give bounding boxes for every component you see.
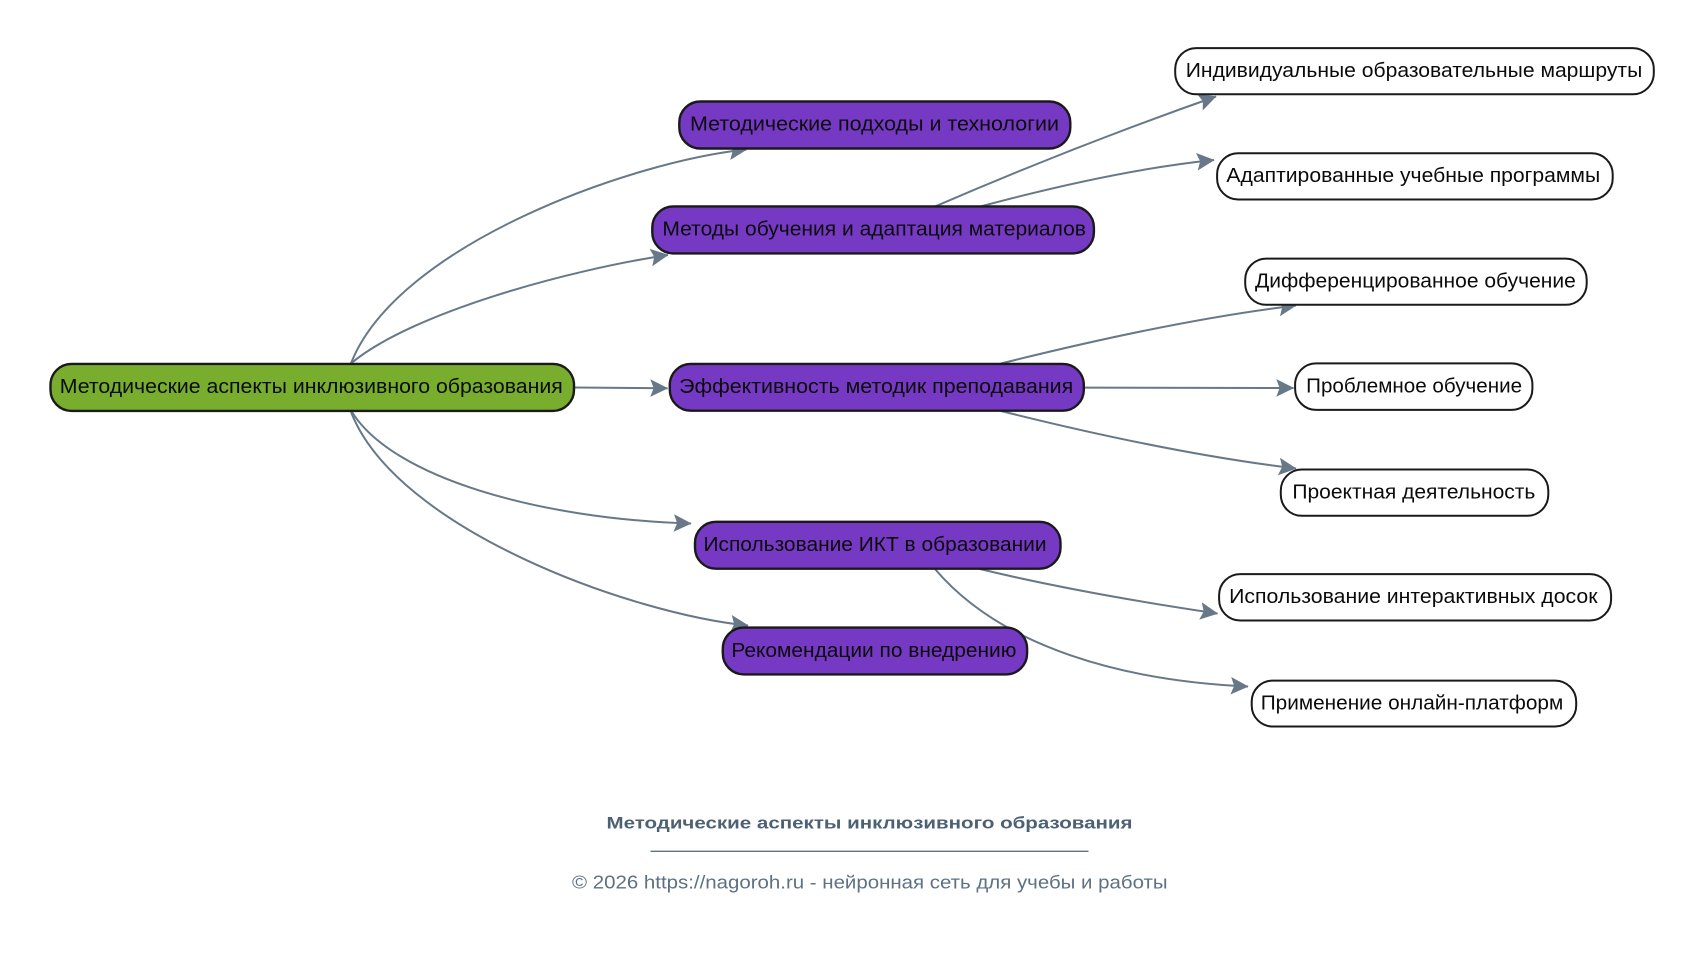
svg-text:Рекомендации по внедрению: Рекомендации по внедрению xyxy=(731,640,1016,662)
svg-text:Методические подходы и техноло: Методические подходы и технологии xyxy=(690,114,1059,136)
svg-text:Адаптированные учебные програм: Адаптированные учебные программы xyxy=(1226,165,1600,187)
svg-text:Дифференцированное обучение: Дифференцированное обучение xyxy=(1255,271,1576,293)
svg-text:Применение онлайн-платформ: Применение онлайн-платформ xyxy=(1261,692,1564,714)
svg-text:Индивидуальные образовательные: Индивидуальные образовательные маршруты xyxy=(1186,60,1643,82)
svg-text:© 2026 https://nagoroh.ru - не: © 2026 https://nagoroh.ru - нейронная се… xyxy=(572,872,1168,892)
svg-text:Проектная деятельность: Проектная деятельность xyxy=(1292,482,1535,504)
svg-text:Методические аспекты инклюзивн: Методические аспекты инклюзивного образо… xyxy=(607,813,1133,832)
svg-text:Методы обучения и адаптация ма: Методы обучения и адаптация материалов xyxy=(662,219,1086,241)
svg-text:Методические аспекты инклюзивн: Методические аспекты инклюзивного образо… xyxy=(60,376,563,398)
svg-text:Проблемное обучение: Проблемное обучение xyxy=(1306,376,1522,398)
svg-text:Использование интерактивных до: Использование интерактивных досок xyxy=(1229,586,1598,608)
svg-text:Эффективность методик преподав: Эффективность методик преподавания xyxy=(679,376,1073,398)
svg-text:Использование ИКТ в образовани: Использование ИКТ в образовании xyxy=(704,534,1047,556)
